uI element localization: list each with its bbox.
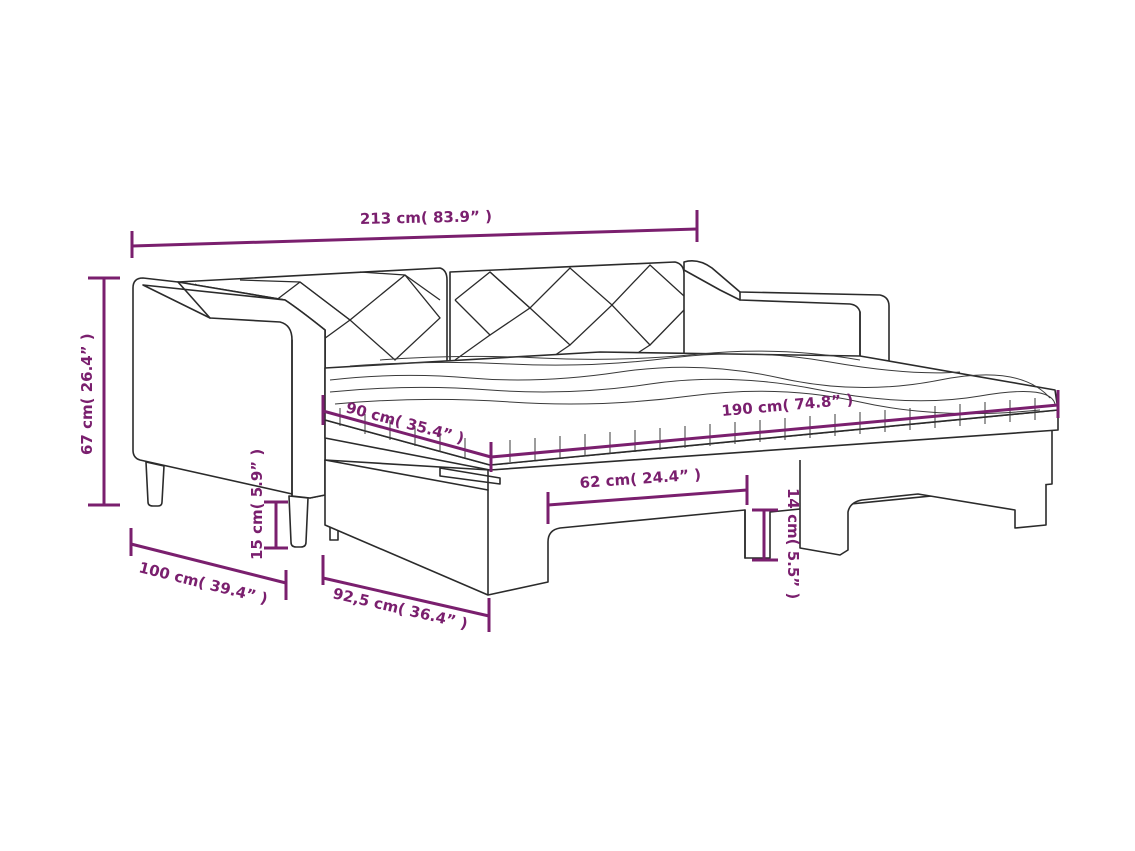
label-trundle-leg-height: 14 cm( 5.5” ) (784, 488, 802, 599)
label-total-height: 67 cm( 26.4” ) (78, 333, 96, 455)
trundle-frame (324, 419, 1053, 596)
dimension-lines (88, 210, 1060, 632)
dim-depth-line (130, 542, 287, 585)
dim-trundle-depth-line (322, 576, 490, 618)
sofa-legs (145, 461, 339, 548)
dim-trundle-inner-width-line (547, 488, 748, 507)
label-total-width: 213 cm( 83.9” ) (360, 207, 492, 228)
leg-front-right (288, 495, 309, 548)
leg-front-left (145, 461, 165, 507)
back-cushion-right (449, 261, 685, 363)
label-leg-height: 15 cm( 5.9” ) (248, 449, 266, 560)
label-trundle-depth: 92,5 cm( 36.4” ) (331, 584, 469, 633)
dim-mattress-width-line (322, 409, 492, 459)
dim-mattress-length-line (490, 403, 1059, 459)
mattress-texture (329, 350, 1056, 415)
dim-total-width-line (131, 227, 698, 248)
armrest-left (132, 277, 326, 499)
label-depth: 100 cm( 39.4” ) (137, 558, 270, 607)
